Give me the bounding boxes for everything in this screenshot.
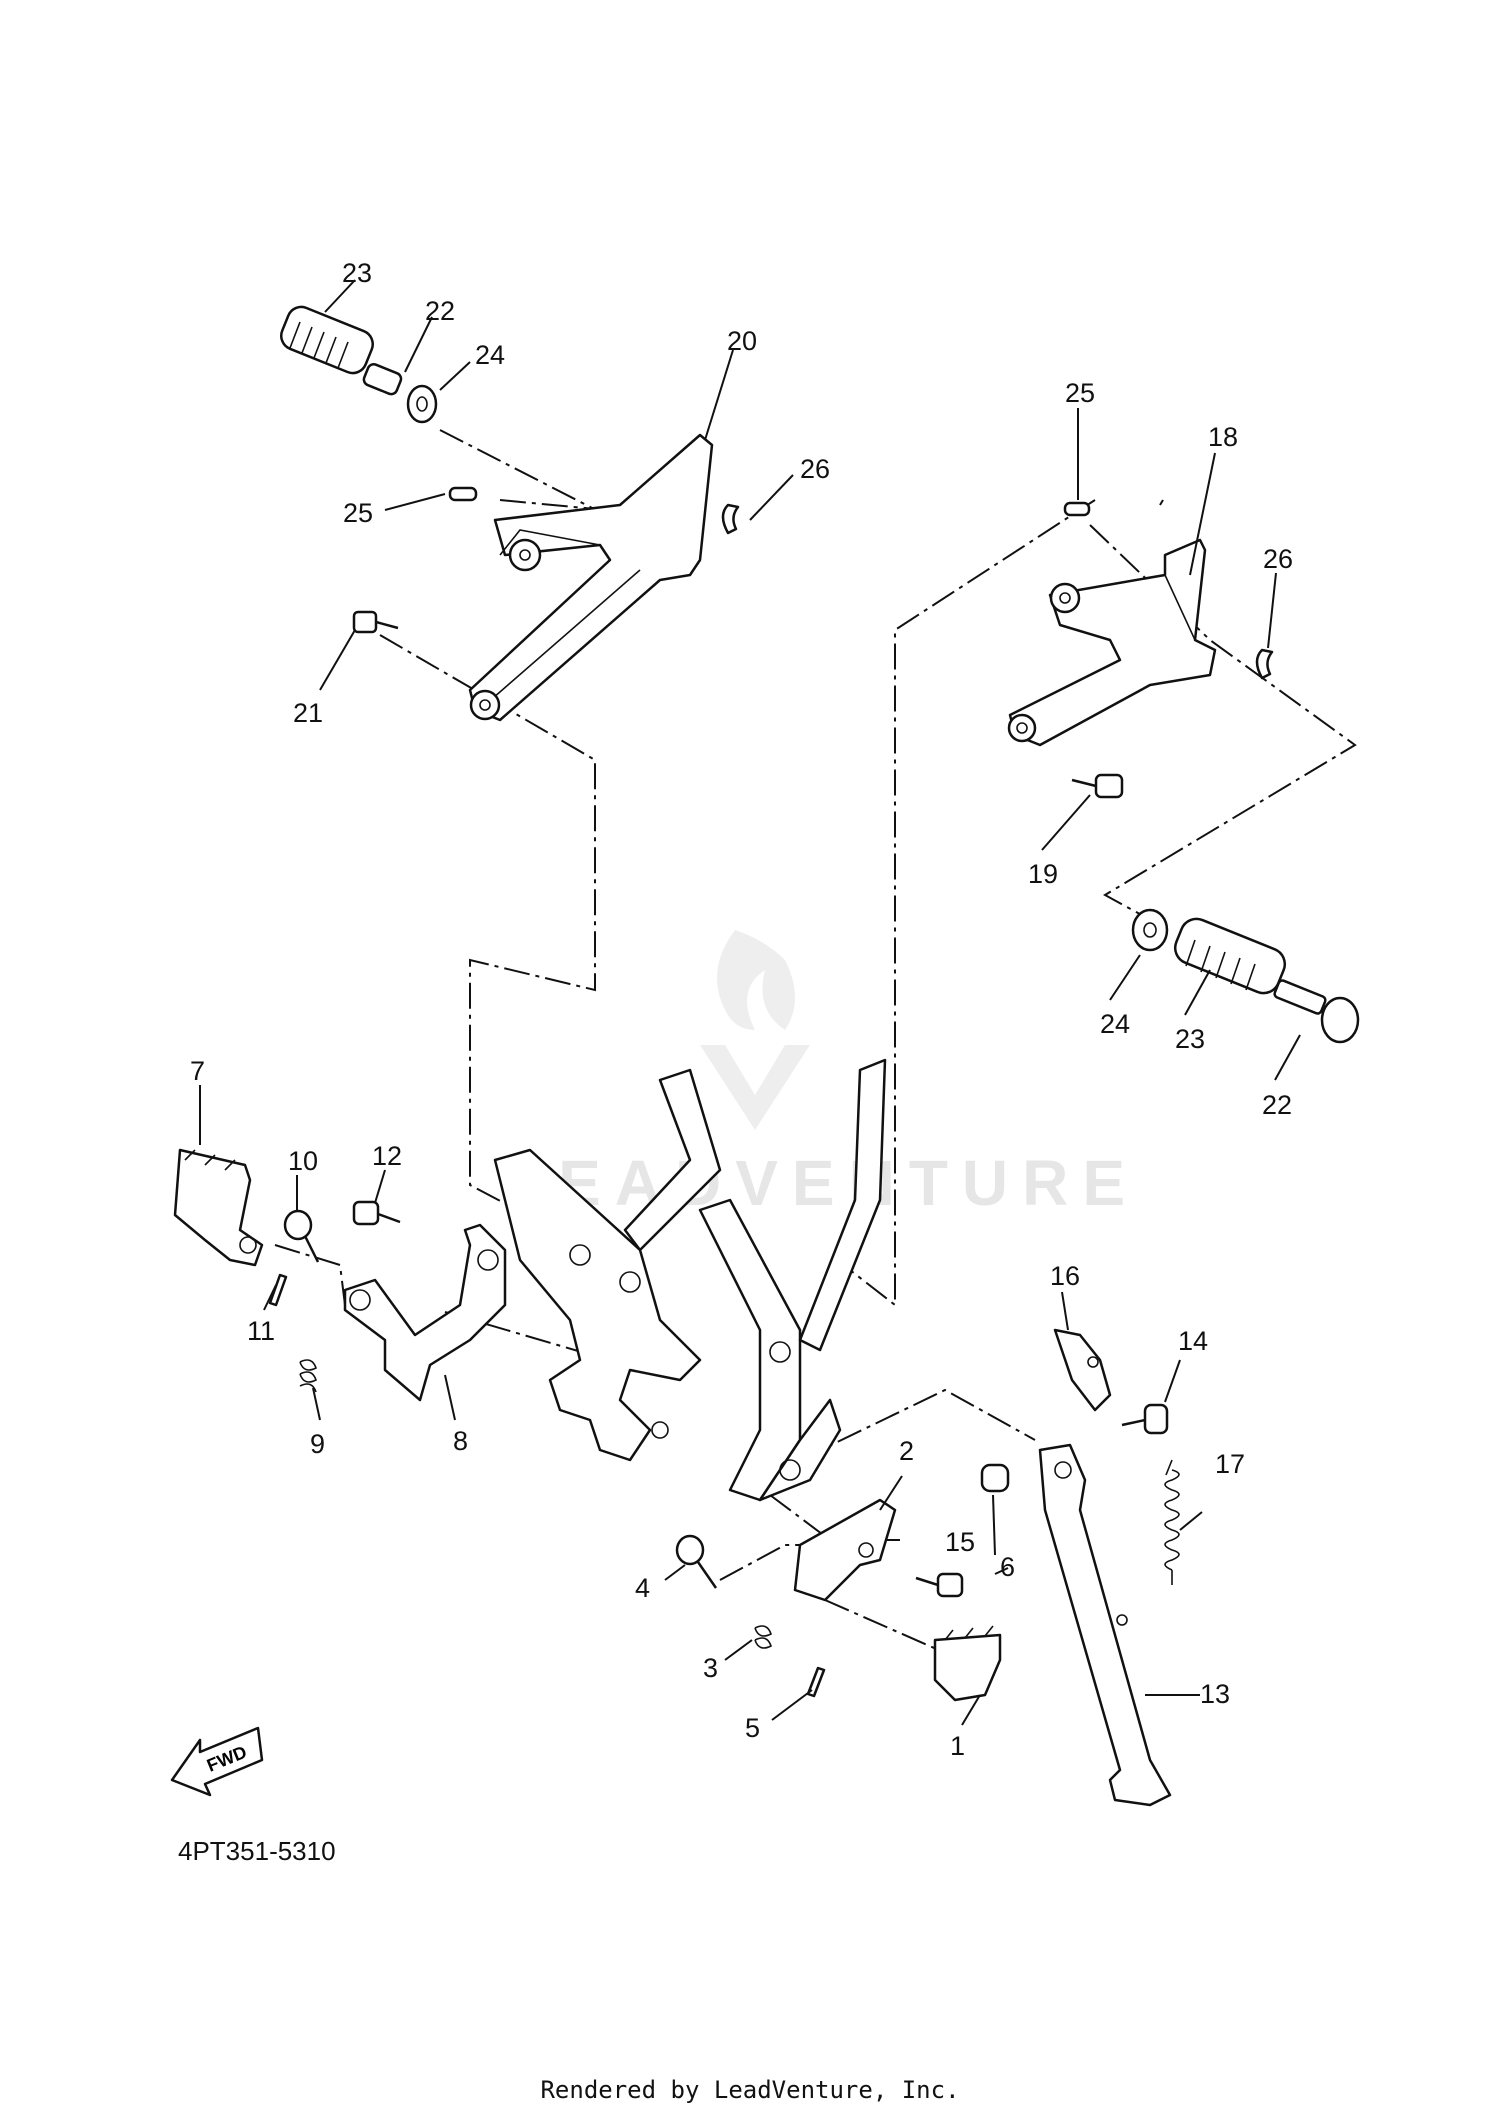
callout-16: 16 [1050, 1261, 1080, 1291]
callout-25-right: 25 [1065, 378, 1095, 408]
watermark: LEADVENTURE [505, 930, 1139, 1219]
frame [493, 1058, 887, 1502]
callout-12: 12 [372, 1141, 402, 1171]
bolt-6 [915, 1572, 964, 1598]
callout-24: 24 [475, 340, 505, 370]
callout-6: 6 [1000, 1552, 1015, 1582]
diagram-code: 4PT351-5310 [178, 1836, 336, 1866]
callouts: 23 22 24 20 25 26 21 25 18 26 19 24 23 2… [190, 258, 1293, 1761]
callout-13: 13 [1200, 1679, 1230, 1709]
callout-23-right: 23 [1175, 1024, 1205, 1054]
callout-19: 19 [1028, 859, 1058, 889]
callout-21: 21 [293, 698, 323, 728]
callout-26-right: 26 [1263, 544, 1293, 574]
bolt-12 [352, 1200, 401, 1226]
bolt-14 [1121, 1403, 1169, 1435]
bolt-19 [1071, 773, 1124, 799]
bracket-2 [793, 1498, 897, 1602]
callout-9: 9 [310, 1429, 325, 1459]
footpeg-7 [173, 1148, 264, 1267]
callout-25: 25 [343, 498, 373, 528]
callout-24-right: 24 [1100, 1009, 1130, 1039]
footpeg-right [1131, 908, 1360, 1044]
spring-17 [1164, 1459, 1180, 1585]
pivot-pin-10 [283, 1209, 320, 1263]
callout-2: 2 [899, 1436, 914, 1466]
spring-9 [299, 1359, 317, 1393]
cotter-11 [268, 1273, 288, 1307]
footrest-bracket-right [1007, 501, 1217, 747]
sidestand-13 [1038, 1443, 1172, 1807]
leader-lines [199, 279, 1301, 1726]
pivot-pin-4 [675, 1534, 718, 1589]
callout-8: 8 [453, 1426, 468, 1456]
watermark-text: LEADVENTURE [505, 1147, 1139, 1219]
callout-15: 15 [945, 1527, 975, 1557]
callout-22-right: 22 [1262, 1090, 1292, 1120]
callout-17: 17 [1215, 1449, 1245, 1479]
callout-10: 10 [288, 1146, 318, 1176]
footpeg-1 [933, 1625, 1002, 1702]
callout-23: 23 [342, 258, 372, 288]
callout-22: 22 [425, 296, 455, 326]
plate-16 [1053, 1328, 1112, 1412]
callout-5: 5 [745, 1713, 760, 1743]
callout-3: 3 [703, 1653, 718, 1683]
callout-20: 20 [727, 326, 757, 356]
footrest-bracket-left [448, 433, 714, 722]
callout-4: 4 [635, 1573, 650, 1603]
callout-18: 18 [1208, 422, 1238, 452]
spring-3 [754, 1625, 772, 1649]
cotter-pin-top-right [1255, 648, 1274, 680]
callout-1: 1 [950, 1731, 965, 1761]
callout-26: 26 [800, 454, 830, 484]
cotter-pin-top-left [721, 503, 740, 535]
cotter-5 [806, 1666, 826, 1698]
collar-15 [980, 1463, 1010, 1493]
fwd-arrow-icon: FWD [170, 1726, 264, 1797]
footpeg-top-left [280, 305, 438, 424]
callout-7: 7 [190, 1056, 205, 1086]
render-credit: Rendered by LeadVenture, Inc. [540, 2076, 960, 2104]
bolt-21 [352, 610, 399, 634]
callout-11: 11 [247, 1316, 275, 1346]
bracket-8 [343, 1223, 507, 1402]
callout-14: 14 [1178, 1326, 1208, 1356]
